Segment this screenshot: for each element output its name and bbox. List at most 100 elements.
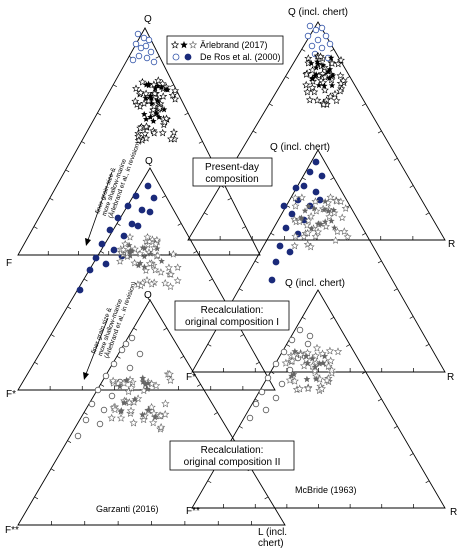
p6-tick bbox=[393, 425, 398, 429]
p6-tick bbox=[239, 425, 243, 429]
p6-tick bbox=[330, 316, 335, 320]
p2-star bbox=[329, 72, 337, 79]
p2-circle bbox=[322, 32, 330, 40]
p2-tick bbox=[301, 48, 306, 52]
p6-star bbox=[312, 343, 322, 352]
p6-star bbox=[322, 376, 332, 384]
p4-circle bbox=[288, 210, 296, 218]
p2-star bbox=[319, 100, 328, 108]
p3-circle bbox=[124, 202, 132, 210]
p5-circle bbox=[108, 392, 116, 400]
p6-star bbox=[327, 365, 336, 374]
p5-star bbox=[147, 402, 156, 411]
box-recalc2-line1: Recalculation: bbox=[201, 445, 264, 456]
p6-star bbox=[311, 363, 319, 371]
p4-star bbox=[331, 236, 340, 244]
p2-star bbox=[332, 96, 341, 105]
p4-star bbox=[330, 208, 339, 217]
p1-star bbox=[155, 103, 164, 112]
p5-star bbox=[144, 385, 151, 393]
p3-apex-left: F* bbox=[6, 389, 16, 400]
p1-star bbox=[152, 85, 159, 92]
p4-tick bbox=[207, 343, 212, 347]
p5-star bbox=[120, 399, 128, 406]
p1-apex-top: Q bbox=[144, 14, 152, 25]
p4-tick bbox=[393, 288, 398, 292]
p1-circle bbox=[145, 36, 153, 44]
p5-apex-right-2: chert) bbox=[258, 538, 284, 549]
p6-star bbox=[303, 384, 313, 393]
p3-star bbox=[151, 240, 160, 248]
p5-circle bbox=[100, 406, 108, 414]
p4-star bbox=[304, 216, 313, 225]
p5-star bbox=[151, 381, 161, 390]
p3-star bbox=[126, 241, 133, 249]
p1-star bbox=[142, 115, 150, 122]
p4-star bbox=[330, 206, 337, 213]
p1-star bbox=[171, 94, 180, 103]
p4-circle bbox=[280, 202, 288, 210]
p3-star bbox=[164, 263, 173, 272]
p3-circle bbox=[120, 232, 128, 240]
p4-circle bbox=[272, 258, 280, 266]
p3-circle bbox=[102, 260, 110, 268]
p3-star bbox=[173, 263, 182, 271]
p4-circle bbox=[286, 248, 294, 256]
p2-star bbox=[336, 79, 345, 87]
p1-star bbox=[149, 80, 158, 88]
p6-star bbox=[317, 384, 326, 393]
p1-star bbox=[162, 86, 170, 93]
p6-circle bbox=[258, 388, 266, 396]
p2-circle bbox=[314, 36, 322, 44]
p2-tick bbox=[285, 76, 290, 79]
box-recalc2: Recalculation: original composition II bbox=[169, 440, 295, 471]
p6-star bbox=[333, 347, 343, 356]
p2-tick bbox=[204, 212, 208, 216]
p5-star bbox=[124, 387, 133, 396]
p5-star bbox=[116, 382, 124, 390]
legend-star-label: Ärlebrand (2017) bbox=[200, 40, 268, 50]
p2-circle bbox=[306, 22, 314, 30]
p6-circle bbox=[278, 380, 286, 388]
p1-star bbox=[153, 110, 160, 117]
p5-circle bbox=[82, 416, 90, 424]
p3-tick bbox=[100, 250, 105, 254]
p5-apex-left: F** bbox=[5, 525, 19, 536]
p6-star bbox=[325, 346, 335, 355]
p3-star bbox=[130, 245, 139, 253]
p2-tick bbox=[409, 185, 414, 188]
p3-star bbox=[126, 232, 135, 241]
p2-circle bbox=[312, 26, 320, 34]
p2-tick bbox=[361, 103, 366, 107]
p5-tick bbox=[67, 440, 72, 443]
p1-tick bbox=[227, 197, 232, 201]
p6-circle bbox=[280, 348, 288, 356]
p1-star bbox=[159, 92, 168, 100]
p1-star bbox=[142, 122, 151, 130]
p6-circle bbox=[304, 340, 312, 348]
p6-circle bbox=[252, 400, 260, 408]
p5-circle bbox=[88, 400, 96, 408]
p4-star bbox=[311, 232, 320, 240]
p6-tick bbox=[302, 316, 306, 320]
p6-star bbox=[302, 355, 311, 364]
p4-star bbox=[306, 242, 315, 251]
p1-tick bbox=[97, 112, 102, 116]
p4-star bbox=[336, 197, 345, 206]
p6-star bbox=[289, 351, 298, 360]
p1-star bbox=[169, 128, 178, 136]
p6-footer: McBride (1963) bbox=[295, 485, 357, 495]
p1-tick bbox=[170, 84, 174, 87]
p4-circle bbox=[282, 224, 290, 232]
p6-circle bbox=[272, 394, 280, 402]
p5-tick bbox=[180, 355, 184, 359]
p3-circle bbox=[106, 226, 114, 234]
p6-tick bbox=[409, 453, 414, 456]
p6-star bbox=[296, 350, 305, 359]
p3-star bbox=[154, 245, 161, 252]
p5-circle bbox=[110, 360, 118, 368]
p2-star bbox=[337, 56, 345, 64]
p2-star bbox=[315, 82, 323, 89]
